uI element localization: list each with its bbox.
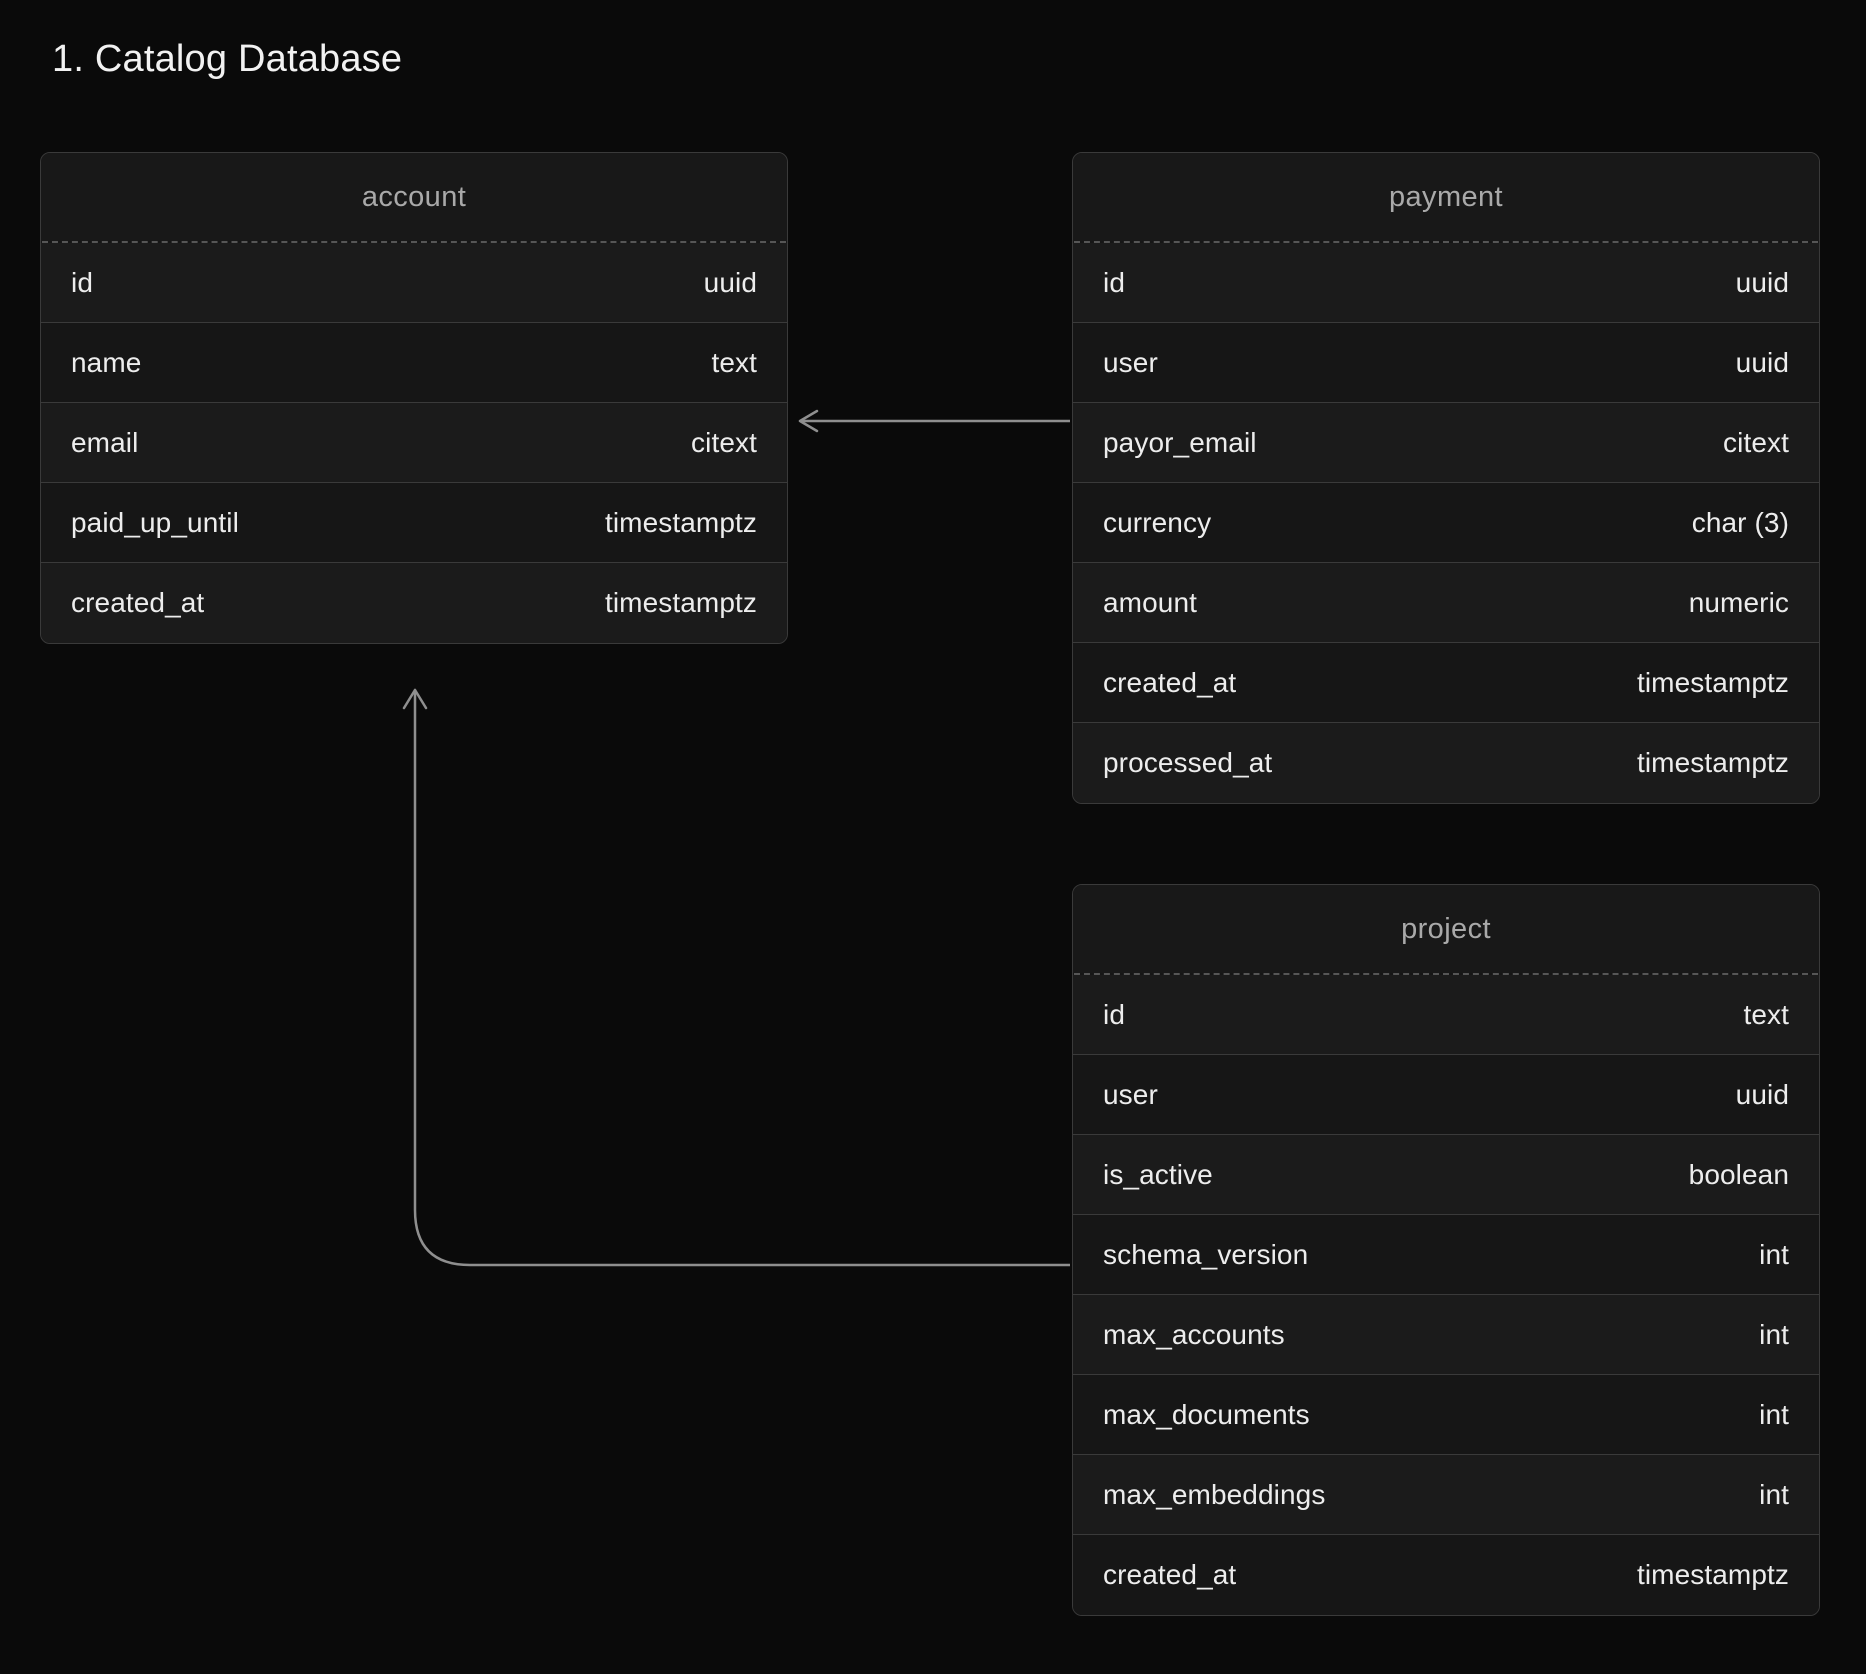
- er-column-row: max_documents int: [1073, 1375, 1819, 1455]
- er-column-row: created_at timestamptz: [41, 563, 787, 643]
- relation-payment-to-account: [798, 409, 1070, 433]
- er-column-name: user: [1103, 346, 1158, 378]
- er-column-type: timestamptz: [1636, 1559, 1789, 1590]
- er-column-name: schema_version: [1103, 1238, 1309, 1270]
- er-column-type: int: [1759, 1238, 1789, 1270]
- er-column-type: timestamptz: [1636, 747, 1789, 778]
- er-table-title: payment: [1073, 153, 1819, 241]
- er-column-list: id uuid user uuid payor_email citext cur…: [1073, 243, 1819, 803]
- er-column-row: created_at timestamptz: [1073, 643, 1819, 723]
- er-table-title: account: [41, 153, 787, 241]
- er-column-type: uuid: [703, 266, 757, 298]
- er-column-type: timestamptz: [1636, 666, 1789, 698]
- er-column-name: created_at: [1103, 1559, 1237, 1590]
- er-column-type: boolean: [1688, 1158, 1789, 1190]
- er-column-row: processed_at timestamptz: [1073, 723, 1819, 803]
- er-column-name: processed_at: [1103, 747, 1273, 778]
- er-column-row: max_accounts int: [1073, 1295, 1819, 1375]
- er-column-name: paid_up_until: [71, 506, 239, 538]
- er-column-row: currency char (3): [1073, 483, 1819, 563]
- er-column-name: max_accounts: [1103, 1318, 1285, 1350]
- er-column-type: timestamptz: [604, 587, 757, 618]
- relation-project-to-account: [402, 688, 1070, 1267]
- er-column-name: max_documents: [1103, 1398, 1310, 1430]
- er-column-type: timestamptz: [604, 506, 757, 538]
- er-column-row: name text: [41, 323, 787, 403]
- er-column-type: citext: [691, 426, 757, 458]
- er-column-row: payor_email citext: [1073, 403, 1819, 483]
- er-column-name: is_active: [1103, 1158, 1213, 1190]
- er-column-type: char (3): [1691, 506, 1789, 538]
- er-column-type: int: [1759, 1398, 1789, 1430]
- er-table-account: account id uuid name text email citext p…: [40, 152, 788, 644]
- er-column-type: numeric: [1688, 586, 1789, 618]
- er-column-row: max_embeddings int: [1073, 1455, 1819, 1535]
- er-column-name: created_at: [71, 587, 205, 618]
- er-column-type: int: [1759, 1318, 1789, 1350]
- er-column-type: uuid: [1735, 266, 1789, 298]
- er-column-list: id text user uuid is_active boolean sche…: [1073, 975, 1819, 1615]
- er-column-row: paid_up_until timestamptz: [41, 483, 787, 563]
- er-column-type: int: [1759, 1478, 1789, 1510]
- er-header-divider: [42, 241, 786, 243]
- er-header-divider: [1074, 973, 1818, 975]
- er-column-row: is_active boolean: [1073, 1135, 1819, 1215]
- er-column-row: user uuid: [1073, 323, 1819, 403]
- er-column-name: user: [1103, 1078, 1158, 1110]
- er-column-row: created_at timestamptz: [1073, 1535, 1819, 1615]
- er-column-row: schema_version int: [1073, 1215, 1819, 1295]
- er-column-row: id uuid: [1073, 243, 1819, 323]
- er-column-name: amount: [1103, 586, 1197, 618]
- er-column-type: uuid: [1735, 1078, 1789, 1110]
- er-column-name: email: [71, 426, 139, 458]
- er-column-name: id: [1103, 266, 1125, 298]
- er-column-type: citext: [1723, 426, 1789, 458]
- er-column-list: id uuid name text email citext paid_up_u…: [41, 243, 787, 643]
- er-column-row: amount numeric: [1073, 563, 1819, 643]
- er-column-name: payor_email: [1103, 426, 1257, 458]
- er-table-payment: payment id uuid user uuid payor_email ci…: [1072, 152, 1820, 804]
- er-column-name: currency: [1103, 506, 1212, 538]
- er-column-name: id: [71, 266, 93, 298]
- er-column-name: name: [71, 346, 142, 378]
- er-column-row: email citext: [41, 403, 787, 483]
- er-column-type: text: [711, 346, 757, 378]
- er-column-row: id uuid: [41, 243, 787, 323]
- er-column-name: max_embeddings: [1103, 1478, 1326, 1510]
- er-column-type: uuid: [1735, 346, 1789, 378]
- er-column-type: text: [1743, 998, 1789, 1030]
- er-header-divider: [1074, 241, 1818, 243]
- page-title: 1. Catalog Database: [52, 38, 403, 80]
- er-column-row: user uuid: [1073, 1055, 1819, 1135]
- er-column-name: id: [1103, 998, 1125, 1030]
- er-column-row: id text: [1073, 975, 1819, 1055]
- er-table-project: project id text user uuid is_active bool…: [1072, 884, 1820, 1616]
- er-column-name: created_at: [1103, 666, 1237, 698]
- er-table-title: project: [1073, 885, 1819, 973]
